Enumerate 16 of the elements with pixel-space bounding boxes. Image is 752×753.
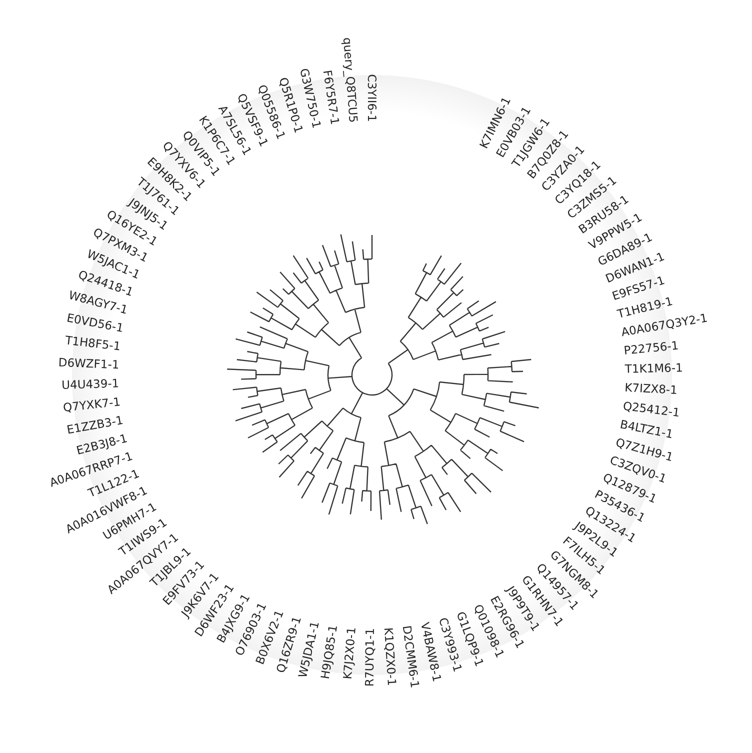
leaf-label: T1H8F5-1: [64, 333, 122, 354]
leaf-label: C3YII6-1: [365, 74, 379, 122]
leaf-label: K1QZX0-1: [381, 627, 400, 686]
leaf-label: Q25412-1: [622, 398, 681, 420]
leaf-label: F6Y5R7-1: [320, 69, 342, 126]
leaf-label: H9JQ85-1: [318, 624, 340, 680]
leaf-label: U4U439-1: [61, 376, 120, 392]
leaf-label: Q7YXK7-1: [62, 394, 122, 415]
leaf-label: K7IZX8-1: [624, 380, 678, 397]
leaf-label: P22756-1: [623, 338, 680, 358]
leaf-label: K7J2X0-1: [340, 626, 358, 680]
leaf-label: R7UYQ1-1: [362, 628, 377, 687]
leaf-label: query_Q8TCU5: [340, 36, 361, 124]
leaf-label: T1K1M6-1: [624, 360, 683, 376]
leaf-label: D6WZF1-1: [58, 355, 120, 372]
leaf-label: D2CMM6-1: [400, 624, 422, 689]
